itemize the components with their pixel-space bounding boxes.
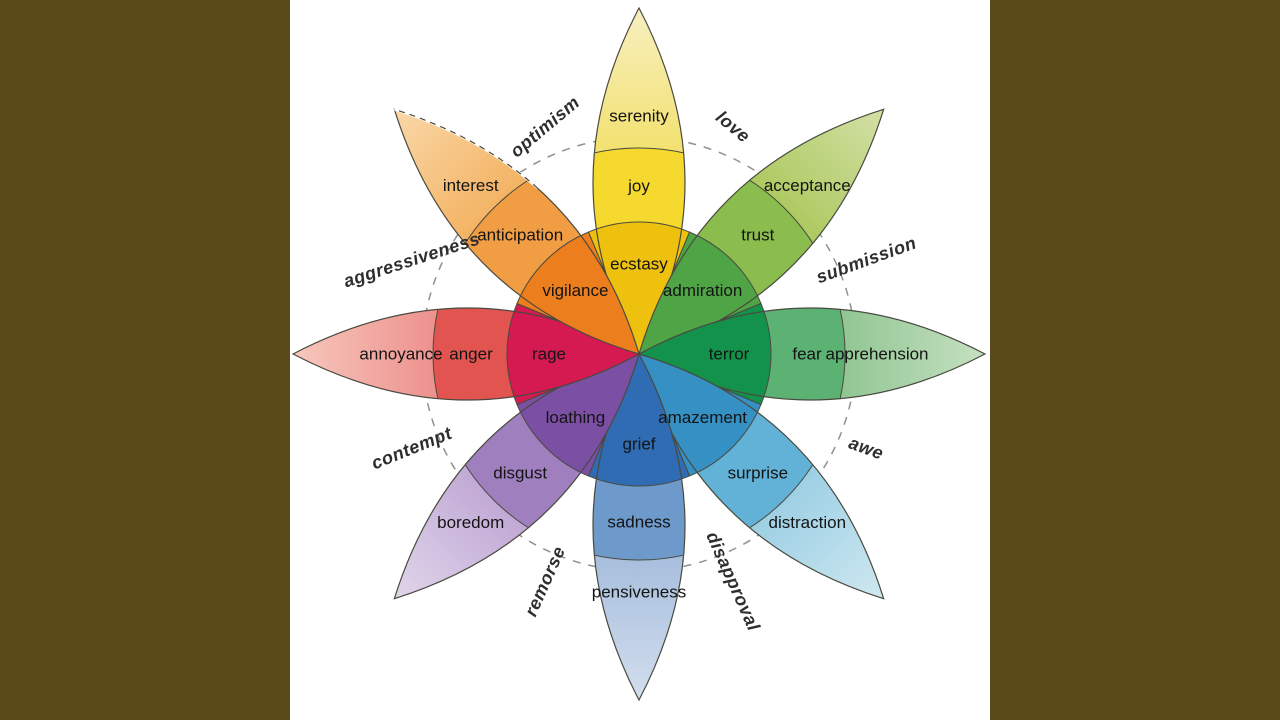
dashed-tip-edge — [394, 108, 539, 189]
petal-outline — [638, 353, 885, 600]
emotion-label-boredom: boredom — [437, 513, 504, 532]
petal-anger — [291, 302, 641, 406]
petal-anticipation — [393, 108, 672, 387]
petal-outline — [638, 108, 885, 355]
petal-outline — [592, 6, 686, 356]
emotion-label-trust: trust — [741, 226, 774, 245]
emotion-label-annoyance: annoyance — [359, 345, 442, 364]
petal-sadness — [587, 352, 691, 702]
emotion-label-joy: joy — [627, 177, 650, 196]
emotion-label-grief: grief — [622, 435, 655, 454]
petal-outline — [291, 307, 641, 401]
petal-outline — [637, 307, 987, 401]
emotion-label-pensiveness: pensiveness — [592, 583, 687, 602]
petal-outline — [393, 353, 640, 600]
emotion-label-apprehension: apprehension — [825, 345, 928, 364]
emotion-label-loathing: loathing — [546, 408, 606, 427]
emotion-label-interest: interest — [443, 176, 499, 195]
petal-joy — [587, 6, 691, 356]
emotion-label-sadness: sadness — [607, 513, 670, 532]
emotion-label-distraction: distraction — [769, 513, 846, 532]
emotion-label-surprise: surprise — [728, 463, 788, 482]
emotion-label-disgust: disgust — [493, 463, 547, 482]
emotion-label-acceptance: acceptance — [764, 176, 851, 195]
emotion-label-fear: fear — [792, 345, 822, 364]
petal-outline — [592, 352, 686, 702]
emotion-label-admiration: admiration — [663, 281, 742, 300]
emotion-label-amazement: amazement — [658, 408, 747, 427]
emotion-label-anticipation: anticipation — [477, 226, 563, 245]
emotion-label-rage: rage — [532, 345, 566, 364]
emotion-label-terror: terror — [709, 345, 750, 364]
petal-fear — [637, 302, 987, 406]
emotion-label-ecstasy: ecstasy — [610, 255, 668, 274]
emotion-label-anger: anger — [449, 345, 493, 364]
emotion-label-vigilance: vigilance — [542, 281, 608, 300]
emotion-label-serenity: serenity — [609, 107, 669, 126]
